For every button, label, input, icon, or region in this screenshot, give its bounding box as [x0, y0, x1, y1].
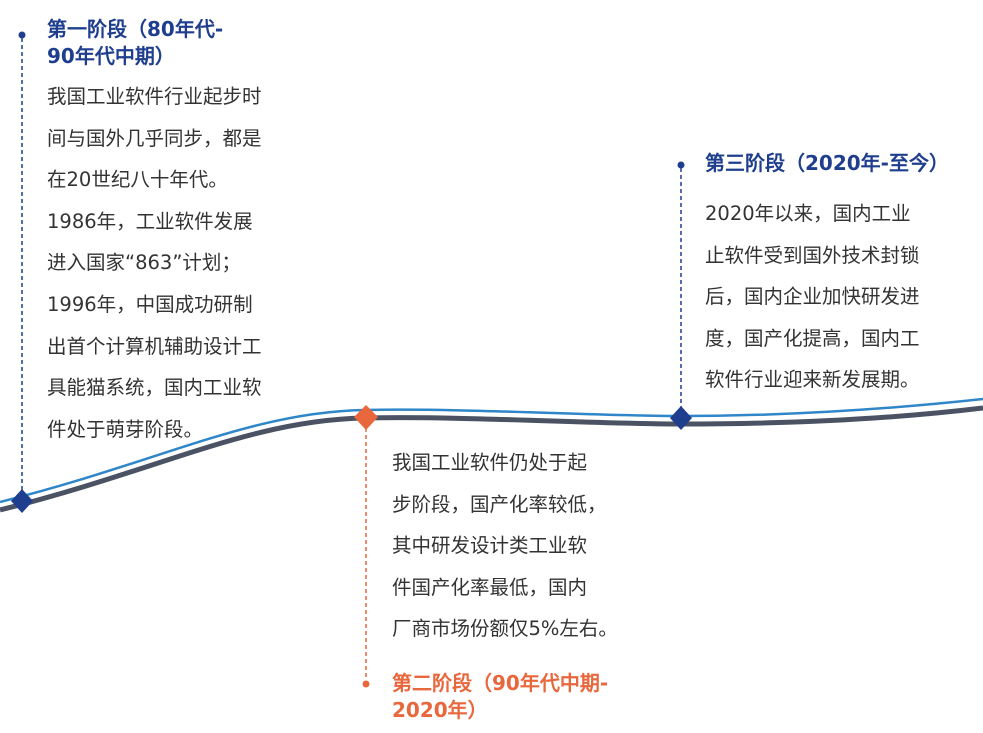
stage-1-text-line: 出首个计算机辅助设计工: [47, 334, 262, 358]
timeline-curve: [0, 397, 983, 504]
stage-1-text-line: 件处于萌芽阶段。: [47, 417, 204, 441]
stage-3-description: 2020年以来，国内工业 止软件受到国外技术封锁 后，国内企业加快研发进 度，国…: [705, 193, 920, 401]
stage-1-description: 我国工业软件行业起步时 间与国外几乎同步，都是 在20世纪八十年代。 1986年…: [47, 76, 262, 450]
stage-1-text-line: 间与国外几乎同步，都是: [47, 126, 262, 150]
stage-1-title: 第一阶段（80年代- 90年代中期）: [47, 16, 223, 70]
stage-2-text-line: 其中研发设计类工业软: [392, 534, 588, 558]
stage-3-title: 第三阶段（2020年-至今）: [705, 150, 949, 177]
stage-1-text-line: 我国工业软件行业起步时: [47, 85, 262, 108]
stage-3-text-line: 软件行业迎来新发展期。: [705, 368, 920, 392]
stage-1-text-line: 1986年，工业软件发展: [47, 209, 253, 233]
stage-1-text-line: 在20世纪八十年代。: [47, 168, 228, 192]
stage-3-text-line: 后，国内企业加快研发进: [705, 285, 920, 309]
stage-2-text-line: 厂商市场份额仅5%左右。: [392, 617, 618, 641]
stage-3-diamond-marker-icon: [670, 406, 692, 430]
stage-1-diamond-marker-icon: [11, 489, 33, 513]
stage-1-title-dot: [18, 31, 26, 39]
timeline-curve-shadow: [0, 405, 983, 513]
stage-3-title-line: 第三阶段（2020年-至今）: [705, 151, 949, 175]
stage-2-text-line: 步阶段，国产化率较低，: [392, 492, 607, 516]
stage-1-text-line: 进入国家“863”计划；: [47, 251, 241, 275]
stage-2-title-line: 第二阶段（90年代中期-: [392, 671, 609, 695]
stage-2-text-line: 我国工业软件仍处于起: [392, 451, 588, 474]
stage-2-title: 第二阶段（90年代中期- 2020年）: [392, 670, 608, 724]
stage-2-description: 我国工业软件仍处于起 步阶段，国产化率较低， 其中研发设计类工业软 件国产化率最…: [392, 442, 618, 650]
stage-1-title-line: 90年代中期）: [47, 44, 175, 68]
stage-3-text-line: 止软件受到国外技术封锁: [705, 243, 920, 267]
stage-3-text-line: 2020年以来，国内工业: [705, 202, 911, 225]
stage-1-text-line: 具能猫系统，国内工业软: [47, 376, 262, 400]
stage-2-title-line: 2020年）: [392, 698, 488, 722]
stage-3-title-dot: [677, 161, 685, 169]
stage-2-text-line: 件国产化率最低，国内: [392, 575, 588, 599]
stage-1-title-line: 第一阶段（80年代-: [47, 17, 224, 41]
stage-2-diamond-marker-icon: [354, 405, 378, 430]
stage-2-title-dot: [362, 680, 370, 688]
stage-1-text-line: 1996年，中国成功研制: [47, 292, 253, 316]
stage-3-text-line: 度，国产化提高，国内工: [705, 326, 920, 350]
